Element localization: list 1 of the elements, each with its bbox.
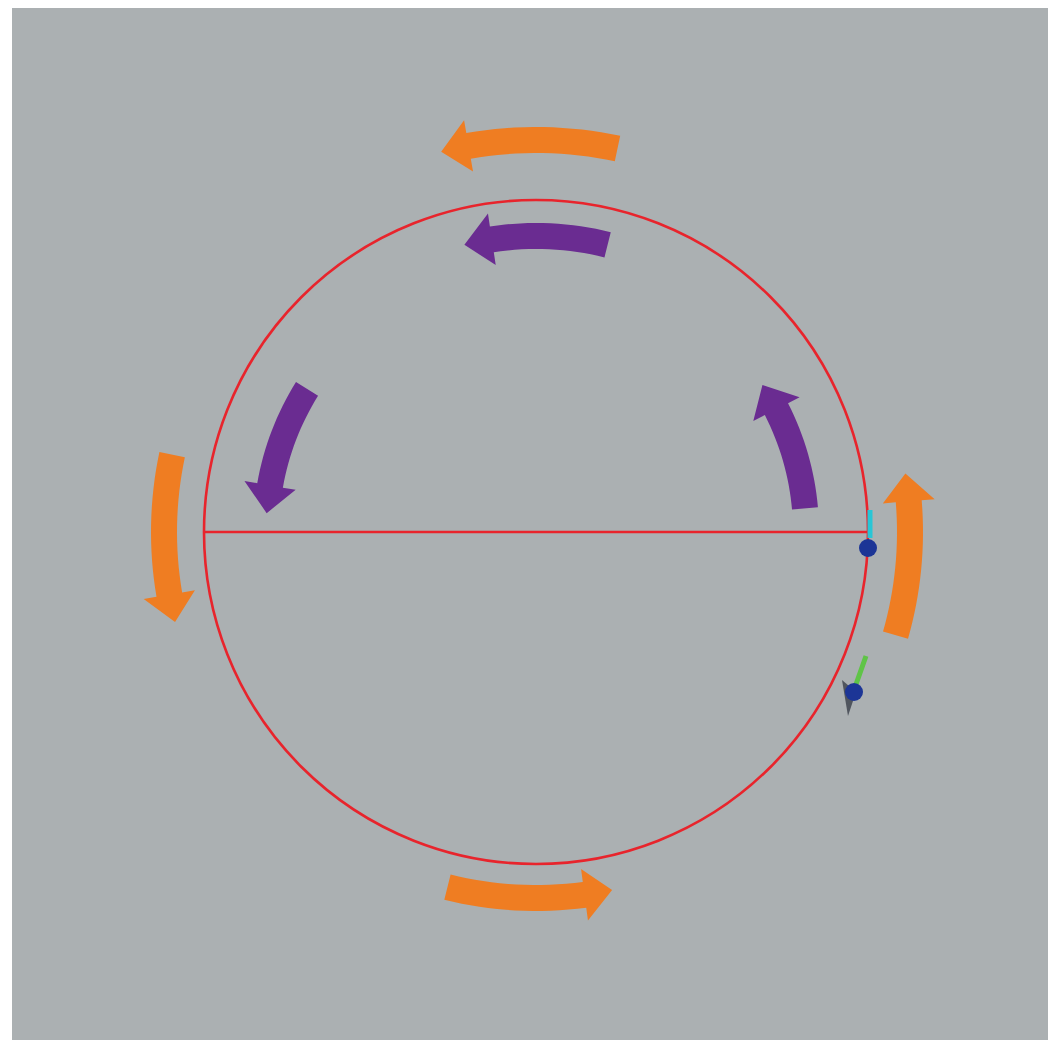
circle-outline xyxy=(202,198,870,866)
